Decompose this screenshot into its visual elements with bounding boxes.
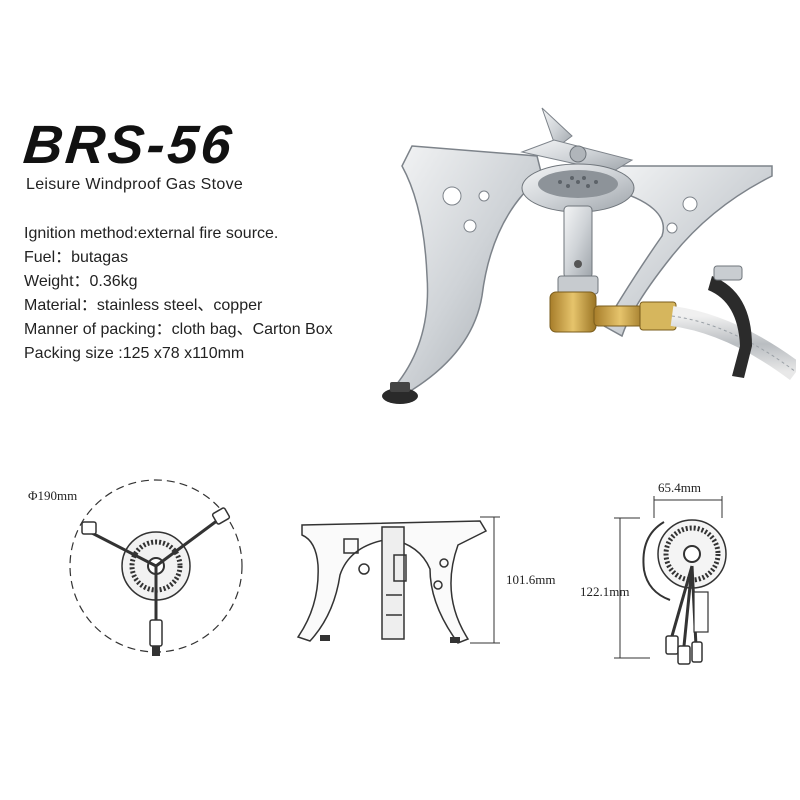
diameter-label: Φ190mm <box>28 488 78 503</box>
stove-product-photo <box>382 107 796 404</box>
height-label: 101.6mm <box>506 572 556 587</box>
side-view-drawing <box>296 516 500 644</box>
spec-fuel: Fuel：butagas <box>24 249 129 266</box>
spec-ignition: Ignition method:external fire source. <box>24 225 279 242</box>
product-subtitle: Leisure Windproof Gas Stove <box>26 176 244 193</box>
product-title: BRS-56 <box>20 115 238 175</box>
spec-material: Material：stainless steel、copper <box>24 297 263 314</box>
top-view-drawing <box>69 479 243 656</box>
spec-list: Ignition method:external fire source. Fu… <box>24 222 333 366</box>
gas-hose <box>670 306 796 381</box>
burner-width-label: 65.4mm <box>658 480 701 495</box>
spec-packing: Manner of packing：cloth bag、Carton Box <box>24 321 333 338</box>
spec-weight: Weight：0.36kg <box>24 273 138 290</box>
stove-foot <box>382 388 418 404</box>
spec-packing-size: Packing size :125 x78 x110mm <box>24 345 245 362</box>
brass-valve <box>549 291 597 333</box>
stove-leg-left <box>388 145 543 397</box>
burner-length-label: 122.1mm <box>580 584 630 599</box>
burner-view-drawing <box>614 496 727 665</box>
